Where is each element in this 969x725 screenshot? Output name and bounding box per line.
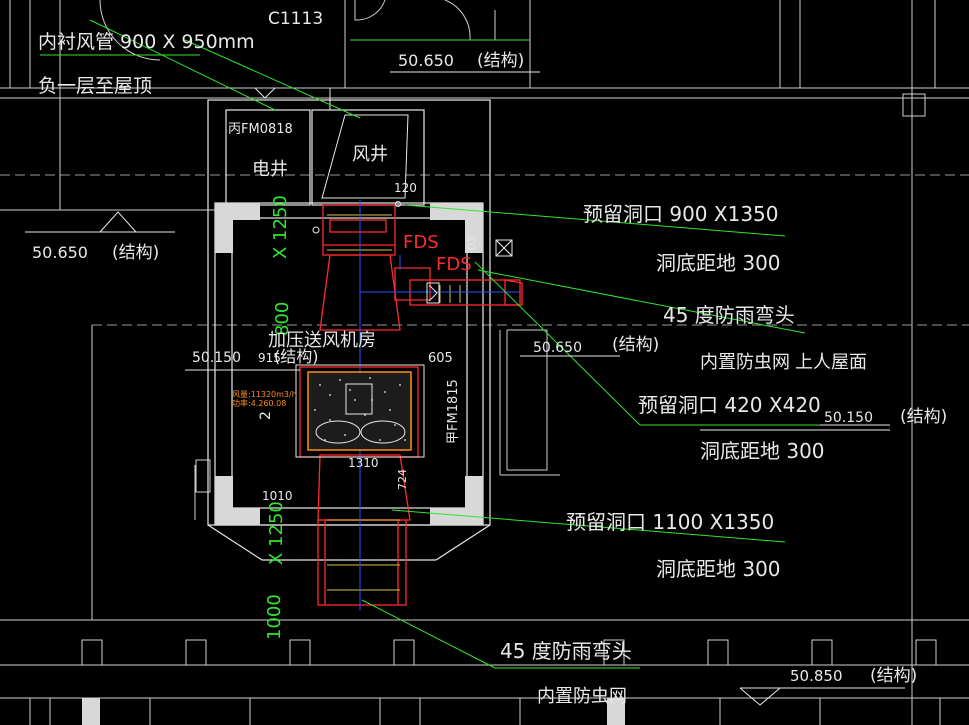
dim-03: 03 [465, 236, 478, 250]
annotation-opening-c-sill: 洞底距地 300 [656, 557, 781, 581]
fds-label-2: FDS [436, 254, 472, 275]
column-row-bottom [81, 639, 937, 666]
elev-mid: 50.150 [192, 350, 241, 366]
struct-right: (结构) [612, 335, 659, 355]
elev-left: 50.650 [32, 243, 88, 262]
fan-unit [295, 364, 425, 458]
air-shaft-label: 风井 [352, 144, 388, 165]
dim-1000: 1000 [264, 594, 285, 640]
dim-1310: 1310 [348, 456, 379, 470]
level-lines [25, 71, 905, 706]
air-shaft-outline [254, 87, 409, 199]
door-fm1815: 甲FM1815 [446, 379, 461, 444]
annotation-mesh-b: 内置防虫网 [537, 686, 627, 707]
struct-left: (结构) [112, 243, 159, 263]
label-c1113: C1113 [268, 9, 323, 29]
shaft-room-pillars [215, 203, 483, 525]
annotation-opening-b-sill: 洞底距地 300 [700, 439, 825, 463]
annotation-opening-c: 预留洞口 1100 X1350 [566, 510, 774, 534]
door-swings-top [99, 0, 496, 61]
struct-right-2: (结构) [900, 407, 947, 427]
dim-1010: 1010 [262, 489, 293, 503]
annotation-elbow-b: 45 度防雨弯头 [500, 639, 632, 663]
dim-1250-top: X 1250 [270, 195, 291, 259]
struct-top: (结构) [477, 51, 524, 71]
struct-bottom: (结构) [870, 666, 917, 686]
fds-label-1: FDS [403, 232, 439, 253]
duct-note-line2: 负一层至屋顶 [38, 75, 152, 97]
elec-shaft-label: 电井 [252, 159, 288, 180]
elev-bottom: 50.850 [790, 667, 843, 685]
annotation-roof-access: 上人屋面 [795, 352, 867, 373]
annotation-opening-a: 预留洞口 900 X1350 [583, 202, 779, 226]
dim-605: 605 [428, 351, 453, 366]
annotation-mesh-a: 内置防虫网 [700, 352, 790, 373]
elev-right: 50.650 [533, 340, 582, 356]
dim-724: 724 [396, 469, 409, 490]
annotation-opening-a-sill: 洞底距地 300 [656, 251, 781, 275]
door-fm0818: 丙FM0818 [228, 122, 293, 137]
duct-note-line1: 内衬风管 900 X 950mm [38, 31, 255, 53]
dim-120: 120 [394, 181, 417, 195]
annotation-opening-b: 预留洞口 420 X420 [638, 393, 821, 417]
fan-spec-1: 风量:11320m3/h [232, 390, 297, 399]
room-label: 加压送风机房 [268, 330, 376, 351]
fan-spec-2: 功率:4.260.08 [232, 398, 286, 408]
struct-mid: (结构) [274, 347, 319, 366]
damper-symbols [312, 201, 513, 304]
dim-2: 2 [258, 411, 274, 420]
leader-lines [40, 19, 820, 669]
shaft-room-walls [207, 99, 491, 561]
elev-right-2: 50.150 [824, 410, 873, 426]
elev-top: 50.650 [398, 51, 454, 70]
annotation-elbow-a: 45 度防雨弯头 [663, 303, 795, 327]
posts-bottom [82, 698, 625, 725]
drawing-text: 内衬风管 900 X 950mm 负一层至屋顶 C1113 50.650 (结构… [32, 9, 947, 707]
dim-1250-bot: X 1250 [266, 501, 287, 565]
dim-800: 800 [272, 302, 293, 336]
posts-outline-bottom [29, 698, 941, 725]
dim-915: 915 [258, 351, 281, 365]
